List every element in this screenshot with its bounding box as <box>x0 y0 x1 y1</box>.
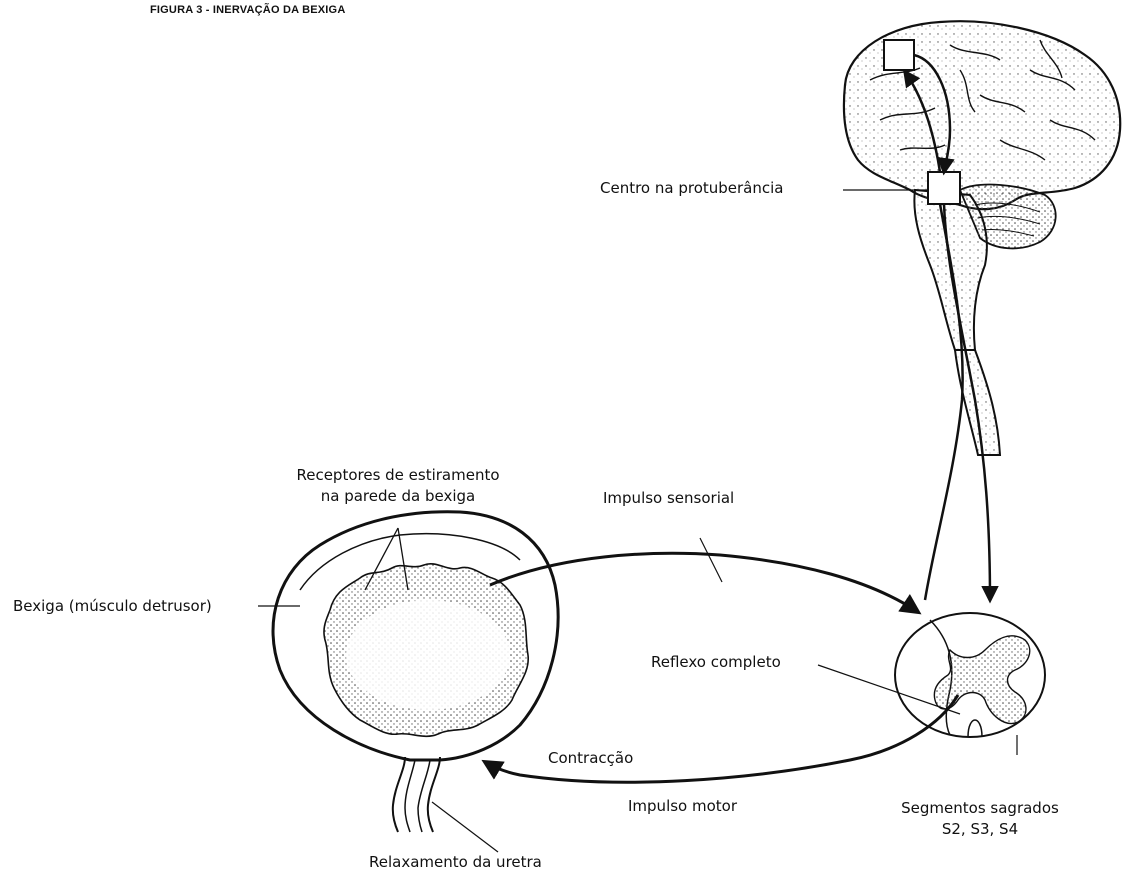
receptors-label-line2: na parede da bexiga <box>262 486 534 507</box>
sacral-cord-section <box>895 613 1045 737</box>
motor-impulse-label: Impulso motor <box>628 796 737 817</box>
motor-impulse-arrow <box>485 695 958 782</box>
receptors-label-line1: Receptores de estiramento <box>262 465 534 486</box>
figure-title: FIGURA 3 - INERVAÇÃO DA BEXIGA <box>150 4 345 16</box>
urethra-leader-line <box>432 802 498 852</box>
pons-center-box <box>928 172 960 204</box>
complete-reflex-label: Reflexo completo <box>651 652 781 673</box>
sacral-segments-label: Segmentos sagrados S2, S3, S4 <box>890 798 1070 840</box>
sacral-label-line1: Segmentos sagrados <box>890 798 1070 819</box>
urethra-relaxation-label: Relaxamento da uretra <box>369 852 542 873</box>
contraction-label: Contracção <box>548 748 633 769</box>
bladder-label: Bexiga (músculo detrusor) <box>13 596 212 617</box>
sensory-impulse-label: Impulso sensorial <box>603 488 734 509</box>
pons-center-label: Centro na protuberância <box>600 178 784 199</box>
receptors-label: Receptores de estiramento na parede da b… <box>262 465 534 507</box>
cortex-center-box <box>884 40 914 70</box>
sacral-label-line2: S2, S3, S4 <box>890 819 1070 840</box>
sensory-leader-line <box>700 538 722 582</box>
bladder-illustration <box>273 512 558 832</box>
